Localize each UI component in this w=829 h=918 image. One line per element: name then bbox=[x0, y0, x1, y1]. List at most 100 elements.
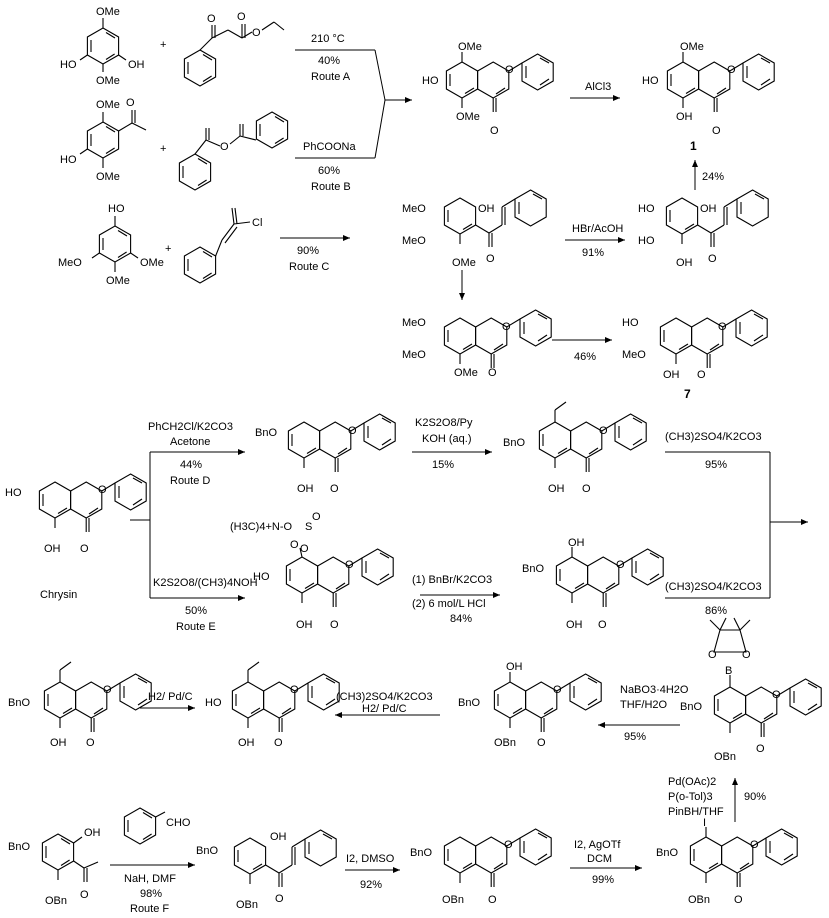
svg-text:O: O bbox=[537, 737, 546, 749]
alcl3-arrow: AlCl3 bbox=[570, 81, 620, 101]
svg-text:O: O bbox=[734, 894, 743, 906]
plus-sign: + bbox=[165, 243, 171, 255]
svg-text:OMe: OMe bbox=[458, 41, 482, 53]
plus-sign: + bbox=[160, 39, 166, 51]
svg-text:O: O bbox=[345, 559, 354, 571]
svg-text:(2) 6 mol/L HCl: (2) 6 mol/L HCl bbox=[412, 598, 486, 610]
svg-text:95%: 95% bbox=[705, 459, 727, 471]
merge-arrow bbox=[769, 452, 808, 598]
benzyl-methoxy-chrysin-lower: BnO OH O O bbox=[8, 661, 152, 749]
methoxy-flavone-intermediate: OMe HO OMe O O bbox=[422, 41, 554, 137]
benzyl-chrysin: BnO OH O O bbox=[255, 413, 396, 495]
svg-text:(CH3)2SO4/K2CO3: (CH3)2SO4/K2CO3 bbox=[665, 431, 762, 443]
svg-text:NaBO3·4H2O: NaBO3·4H2O bbox=[620, 684, 689, 696]
ethyl-benzoylacetate: O O O bbox=[183, 11, 285, 87]
svg-text:HBr/AcOH: HBr/AcOH bbox=[572, 223, 623, 235]
chrysin: HO OH O O Chrysin bbox=[5, 473, 147, 601]
svg-text:OH: OH bbox=[506, 661, 523, 673]
methylation-lower-arrow: (CH3)2SO4/K2CO3 86% bbox=[665, 581, 770, 617]
dibenzyl-acetophenone: BnO OH OBn O bbox=[8, 827, 101, 907]
svg-text:OH: OH bbox=[128, 59, 145, 71]
svg-text:Pd(OAc)2: Pd(OAc)2 bbox=[668, 776, 716, 788]
wogonin-product: HO OH O O bbox=[205, 661, 340, 749]
svg-text:OBn: OBn bbox=[442, 894, 464, 906]
svg-text:BnO: BnO bbox=[680, 701, 702, 713]
svg-text:BnO: BnO bbox=[503, 437, 525, 449]
acetophenone-dimethoxy: OMe HO OMe O bbox=[60, 97, 147, 183]
svg-text:O: O bbox=[742, 649, 751, 661]
svg-text:K2S2O8/(CH3)4NOH: K2S2O8/(CH3)4NOH bbox=[153, 577, 258, 589]
svg-text:MeO: MeO bbox=[622, 349, 646, 361]
svg-text:Route B: Route B bbox=[311, 181, 351, 193]
svg-text:OH: OH bbox=[296, 619, 313, 631]
svg-text:OH: OH bbox=[297, 483, 314, 495]
svg-text:BnO: BnO bbox=[522, 563, 544, 575]
svg-text:OH: OH bbox=[676, 111, 693, 123]
svg-text:HO: HO bbox=[638, 235, 655, 247]
svg-text:24%: 24% bbox=[702, 171, 724, 183]
svg-text:CHO: CHO bbox=[166, 817, 191, 829]
svg-text:AlCl3: AlCl3 bbox=[585, 81, 611, 93]
svg-text:BnO: BnO bbox=[656, 847, 678, 859]
svg-text:BnO: BnO bbox=[8, 841, 30, 853]
svg-text:O: O bbox=[330, 619, 339, 631]
compound-number-1: 1 bbox=[690, 139, 697, 153]
svg-text:O: O bbox=[80, 543, 89, 555]
svg-text:OH: OH bbox=[566, 619, 583, 631]
svg-text:I: I bbox=[703, 817, 706, 829]
svg-text:OH: OH bbox=[50, 737, 67, 749]
svg-text:OMe: OMe bbox=[96, 75, 120, 87]
svg-text:OMe: OMe bbox=[106, 275, 130, 287]
svg-text:B: B bbox=[725, 665, 732, 677]
svg-text:OMe: OMe bbox=[456, 111, 480, 123]
svg-text:HO: HO bbox=[5, 487, 22, 499]
svg-text:PhCH2Cl/K2CO3: PhCH2Cl/K2CO3 bbox=[148, 421, 233, 433]
compound-number-7: 7 bbox=[684, 387, 691, 401]
svg-text:Route A: Route A bbox=[311, 71, 351, 83]
svg-text:92%: 92% bbox=[360, 879, 382, 891]
benzyl-methoxy-chrysin: BnO OH O O bbox=[503, 401, 647, 495]
svg-text:95%: 95% bbox=[624, 731, 646, 743]
benzyl-hydroxy-chrysin: BnO OH OH O O bbox=[522, 537, 664, 631]
svg-text:O: O bbox=[348, 425, 357, 437]
hydroxy-chalcone: HO HO OH OH O bbox=[638, 189, 769, 269]
svg-text:86%: 86% bbox=[705, 605, 727, 617]
svg-text:210 °C: 210 °C bbox=[311, 33, 345, 45]
svg-text:O: O bbox=[312, 511, 321, 523]
svg-text:MeO: MeO bbox=[402, 235, 426, 247]
svg-text:KOH (aq.): KOH (aq.) bbox=[422, 433, 472, 445]
svg-text:(CH3)2SO4/K2CO3: (CH3)2SO4/K2CO3 bbox=[336, 691, 433, 703]
svg-text:O: O bbox=[599, 425, 608, 437]
svg-text:O: O bbox=[504, 839, 513, 851]
svg-text:P(o-Tol)3: P(o-Tol)3 bbox=[668, 791, 713, 803]
svg-text:OBn: OBn bbox=[236, 899, 258, 911]
svg-text:O: O bbox=[490, 125, 499, 137]
svg-text:HO: HO bbox=[108, 203, 125, 215]
svg-text:OH: OH bbox=[478, 203, 495, 215]
svg-text:PinBH/THF: PinBH/THF bbox=[668, 806, 724, 818]
plus-sign: + bbox=[160, 143, 166, 155]
svg-text:HO: HO bbox=[638, 203, 655, 215]
sulfate-chrysin: (H3C)4+N-O S O O O HO OH O O bbox=[230, 511, 394, 631]
svg-text:OH: OH bbox=[700, 203, 717, 215]
borylation-arrow: Pd(OAc)2 P(o-Tol)3 PinBH/THF 90% bbox=[668, 776, 766, 822]
svg-text:O: O bbox=[80, 889, 89, 901]
svg-text:OMe: OMe bbox=[140, 257, 164, 269]
svg-text:O: O bbox=[274, 737, 283, 749]
route-F-chalcone: BnO OH OBn O bbox=[196, 829, 337, 911]
benzylation-E-arrow: (1) BnBr/K2CO3 (2) 6 mol/L HCl 84% bbox=[412, 574, 500, 625]
svg-text:98%: 98% bbox=[140, 888, 162, 900]
svg-text:HO: HO bbox=[622, 317, 639, 329]
svg-text:Acetone: Acetone bbox=[170, 436, 210, 448]
svg-text:O: O bbox=[582, 483, 591, 495]
svg-text:OH: OH bbox=[44, 543, 61, 555]
routes-A-B-arrow: 210 °C 40% Route A PhCOONa 60% Route B bbox=[295, 33, 412, 193]
hbr-arrow: HBr/AcOH 91% bbox=[565, 223, 625, 259]
svg-text:O: O bbox=[486, 253, 495, 265]
svg-text:OMe: OMe bbox=[452, 257, 476, 269]
svg-text:BnO: BnO bbox=[458, 697, 480, 709]
svg-text:MeO: MeO bbox=[402, 203, 426, 215]
svg-text:OBn: OBn bbox=[688, 894, 710, 906]
svg-text:46%: 46% bbox=[574, 351, 596, 363]
benzoic-anhydride: O bbox=[178, 111, 289, 191]
